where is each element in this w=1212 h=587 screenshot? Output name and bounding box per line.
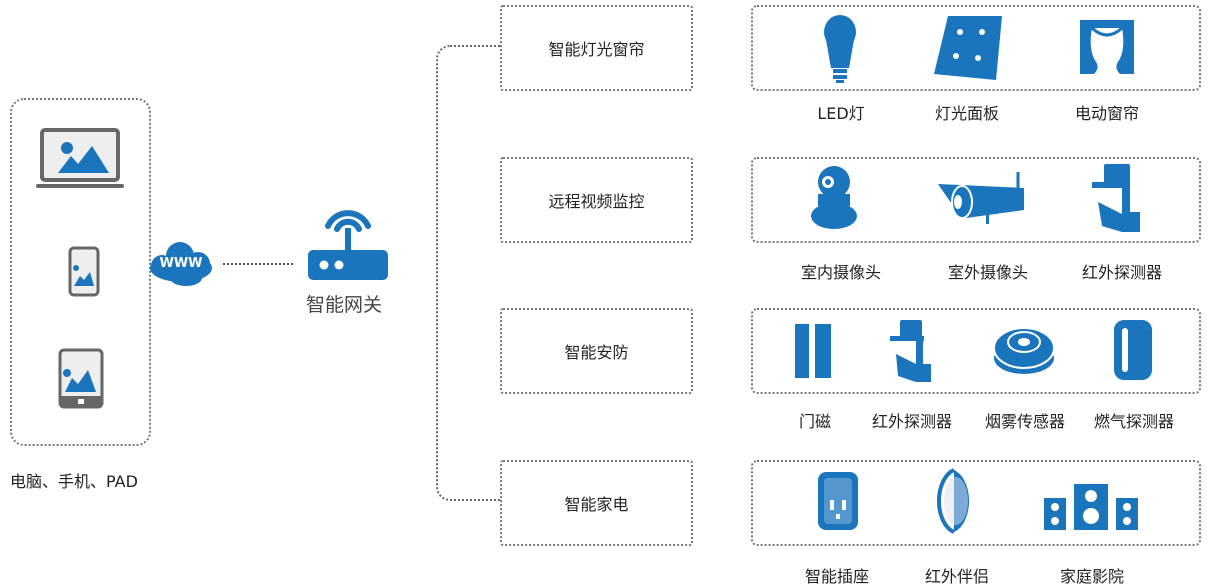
infrared-detector-icon-2 [890,320,931,382]
phone-icon [68,246,100,297]
gas-detector-icon [1114,320,1152,380]
clients-label: 电脑、手机、PAD [10,472,138,491]
indoor-camera-icon [811,166,857,229]
home-theater-icon [1044,484,1138,530]
device-group-security [751,308,1201,394]
connector-line [223,263,293,265]
category-appliance: 智能家电 [500,460,693,546]
outdoor-camera-icon [938,172,1024,224]
led-bulb-icon [824,15,856,83]
device-label: LED灯 [817,104,865,123]
bracket-connector [436,45,500,501]
device-label: 室内摄像头 [800,263,881,282]
tablet-icon [58,348,104,409]
device-label: 红外探测器 [871,412,952,431]
device-group-appliance [751,460,1201,546]
device-label: 红外探测器 [1081,263,1162,282]
device-label: 室外摄像头 [947,263,1028,282]
category-video: 远程视频监控 [500,157,693,243]
category-lighting: 智能灯光窗帘 [500,5,693,91]
gateway-label: 智能网关 [306,294,383,316]
device-label: 灯光面板 [934,104,999,123]
light-panel-icon [934,16,1002,80]
infrared-detector-icon [1092,164,1140,232]
device-label: 燃气探测器 [1093,412,1174,431]
cloud-label: WWW [159,256,203,271]
device-label: 烟雾传感器 [984,412,1065,431]
device-label: 电动窗帘 [1074,104,1139,123]
ir-companion-icon [936,468,970,534]
smoke-sensor-icon [993,327,1055,374]
device-group-lighting [751,5,1201,91]
smart-socket-icon [818,472,858,530]
router-icon [308,210,388,280]
cloud-icon [150,242,212,286]
client-devices-group [10,98,151,446]
device-label: 门磁 [798,412,831,431]
device-label: 红外伴侣 [924,567,989,586]
curtain-icon [1080,20,1134,74]
door-sensor-icon [795,324,831,378]
device-label: 家庭影院 [1059,567,1124,586]
laptop-icon [36,128,124,188]
device-group-video [751,157,1201,243]
device-label: 智能插座 [804,567,869,586]
category-security: 智能安防 [500,308,693,394]
